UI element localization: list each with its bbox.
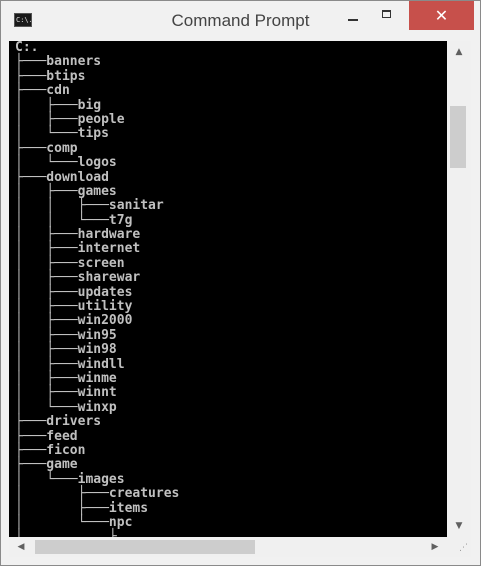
minimize-button[interactable] [337,1,370,30]
console-line: │ ├───sharewar [15,270,141,286]
console-line: │ ├───windll [15,356,125,372]
console-line: │ ├───winnt [15,385,117,401]
console-line: C:. [15,41,39,55]
console-line: ├───comp [15,140,78,156]
horizontal-scrollbar[interactable]: ◀ ▶ [9,537,447,557]
console-output[interactable]: C:.├───banners├───btips├───cdn│ ├───big│… [9,41,447,537]
window-title: Command Prompt [171,11,310,30]
console-line: ├───ficon [15,442,86,458]
console-line: │ ├───win2000 [15,313,133,329]
directory-tree: C:.├───banners├───btips├───cdn│ ├───big│… [15,41,179,537]
console-line: │ ├───updates [15,284,133,300]
console-line: ├───game [15,457,78,473]
scroll-left-icon[interactable]: ◀ [17,542,25,552]
console-line: ├───btips [15,68,86,84]
console-line: │ ├───internet [15,241,141,257]
close-button[interactable]: ✕ [409,1,474,30]
console-line: │ └───images [15,471,125,487]
console-line: │ ├───items [15,500,149,516]
console-line: │ ├───screen [15,255,125,271]
console-line: │ ├───utility [15,299,133,315]
console-line: │ └───npc [15,514,133,530]
minimize-icon [348,19,358,21]
console-line: ├───download [15,169,109,185]
console-app-icon[interactable]: C:\. [14,13,32,27]
console-line: ├───drivers [15,414,102,430]
console-line: │ └───winxp [15,399,117,415]
console-line: │ ├───big [15,97,102,113]
console-line: ├───banners [15,54,102,70]
scroll-right-icon[interactable]: ▶ [431,542,439,552]
console-line: │ ├───people [15,111,125,127]
console-line: │ └───tips [15,126,109,142]
console-line: ├───cdn [15,83,70,99]
console-line: │ ├───creatures [15,486,180,502]
close-icon: ✕ [434,6,449,25]
console-line: ├───feed [15,428,78,444]
title-bar[interactable]: C:\. Command Prompt ✕ [1,1,480,41]
maximize-icon [382,10,391,18]
console-line: │ │ ├───sanitar [15,198,164,214]
console-line: │ ├───games [15,183,117,199]
scroll-down-icon[interactable]: ▼ [455,521,463,531]
console-line: │ │ └───t7g [15,212,133,228]
console-line: │ ├───hardware [15,227,141,243]
console-line: │ ├───win98 [15,342,117,358]
console-line: │ ├ [15,529,117,537]
console-line: │ ├───win95 [15,327,117,343]
vertical-scroll-thumb[interactable] [450,106,466,168]
console-line: │ ├───winme [15,370,117,386]
resize-grip-icon[interactable]: ⋰ [447,537,471,557]
vertical-scrollbar[interactable]: ▲ ▼ [447,41,471,537]
scroll-up-icon[interactable]: ▲ [455,47,463,57]
console-line: │ └───logos [15,155,117,171]
horizontal-scroll-thumb[interactable] [35,540,255,554]
maximize-button[interactable] [371,1,404,30]
